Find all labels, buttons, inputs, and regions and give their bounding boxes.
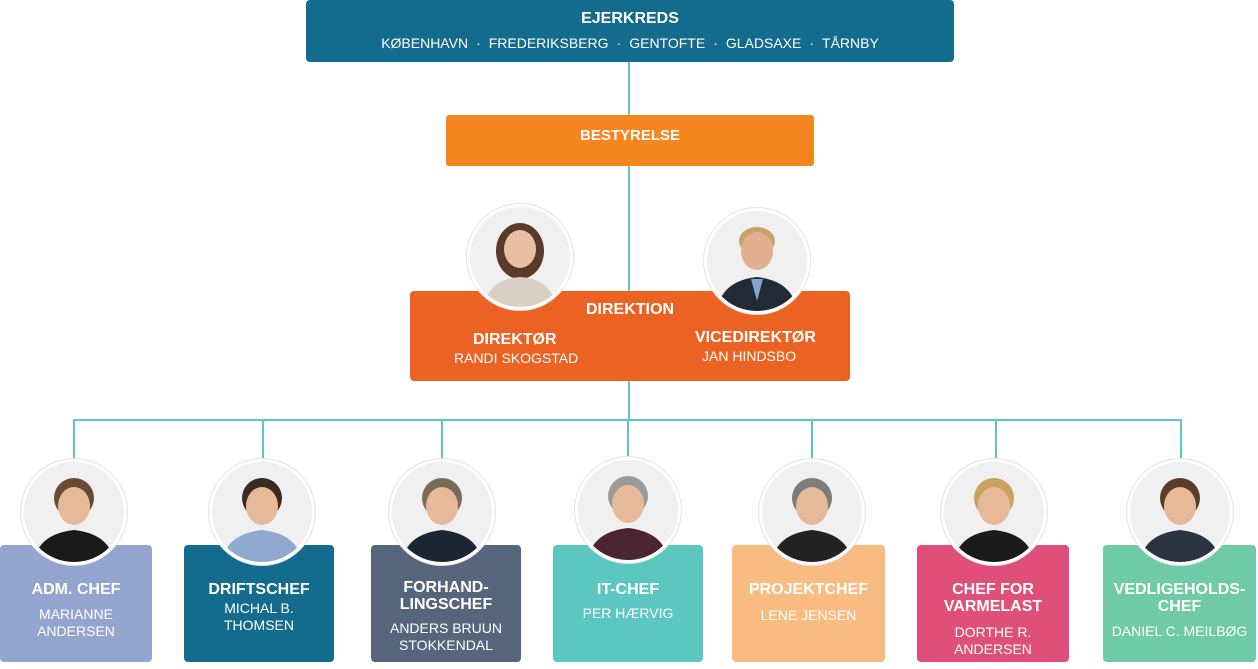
vice-director-name: JAN HINDSBO — [702, 348, 797, 364]
department-avatar — [389, 459, 495, 565]
board-box: BESTYRELSE — [446, 115, 814, 166]
connector-department — [995, 420, 997, 462]
department-person-name: DORTHE R.ANDERSEN — [917, 624, 1069, 658]
director-role: DIREKTØR — [473, 331, 557, 348]
vice-director-avatar — [704, 208, 810, 314]
department-title-line: CHEF — [1157, 598, 1202, 615]
person-name-line: LENE JENSEN — [760, 607, 857, 623]
city-separator: · — [476, 35, 481, 51]
department-title-line: VEDLIGEHOLDS- — [1113, 581, 1246, 598]
vice-director-role: VICEDIREKTØR — [695, 329, 816, 346]
connector-management-bus — [628, 381, 630, 420]
connector-department — [262, 420, 264, 462]
board-title: BESTYRELSE — [579, 127, 681, 144]
director-name: RANDI SKOGSTAD — [454, 350, 579, 366]
city-separator: · — [616, 35, 622, 51]
person-photo-icon — [1130, 462, 1230, 562]
department-avatar — [941, 459, 1047, 565]
city-separator: · — [713, 35, 718, 51]
department-title-line: VARMELAST — [943, 598, 1043, 615]
department-person-name: PER HÆRVIG — [553, 605, 703, 622]
owners-title: EJERKREDS — [581, 10, 679, 27]
city-label: FREDERIKSBERG — [488, 35, 609, 51]
connector-board-management — [628, 166, 630, 291]
person-name-line: THOMSEN — [224, 617, 294, 633]
owners-box: EJERKREDS KØBENHAVN · FREDERIKSBERG · GENTOF… — [306, 0, 954, 62]
department-title-line: FORHAND- — [403, 579, 489, 596]
connector-department — [811, 420, 813, 462]
person-photo-icon — [578, 460, 678, 560]
person-photo-icon — [24, 462, 124, 562]
department-title-line: LINGSCHEF — [399, 596, 493, 613]
city-label: TÅRNBY — [822, 35, 879, 51]
department-title-line: PROJEKTCHEF — [748, 581, 869, 598]
department-title-line: DRIFTSCHEF — [208, 581, 310, 598]
department-avatar — [209, 459, 315, 565]
person-photo-icon — [762, 462, 862, 562]
department-person-name: LENE JENSEN — [732, 607, 885, 624]
department-avatar — [1127, 459, 1233, 565]
connector-department — [441, 420, 443, 462]
department-title-line: IT-CHEF — [596, 581, 660, 598]
person-name-line: MARIANNE — [39, 606, 113, 622]
department-box: IT-CHEF PER HÆRVIG — [553, 545, 703, 662]
person-photo-icon — [392, 462, 492, 562]
connector-owners-board — [628, 62, 630, 115]
connector-department — [73, 420, 75, 462]
city-label: GLADSAXE — [725, 35, 802, 51]
person-photo-icon — [944, 462, 1044, 562]
owners-cities: KØBENHAVN · FREDERIKSBERG · GENTOFTE · GLADSAX… — [306, 35, 954, 51]
department-title: IT-CHEF — [553, 581, 703, 598]
person-name-line: DORTHE R. — [954, 624, 1032, 640]
person-name-line: PER HÆRVIG — [582, 605, 674, 621]
city-label: GENTOFTE — [629, 35, 706, 51]
department-title-line: ADM. CHEF — [31, 581, 121, 598]
department-avatar — [575, 457, 681, 563]
department-person-name: DANIEL C. MEILBØG — [1103, 623, 1256, 640]
connector-department — [1180, 420, 1182, 462]
department-person-name: MICHAL B.THOMSEN — [184, 600, 334, 634]
director-avatar — [467, 204, 573, 310]
connector-department — [627, 420, 629, 462]
department-avatar — [21, 459, 127, 565]
city-separator: · — [809, 35, 815, 51]
person-name-line: ANDERS BRUUN — [389, 620, 502, 636]
department-title: VEDLIGEHOLDS-CHEF — [1103, 581, 1256, 615]
city-label: KØBENHAVN — [381, 35, 469, 51]
person-name-line: ANDERSEN — [37, 623, 115, 639]
person-photo-icon — [470, 207, 570, 307]
management-title: DIREKTION — [586, 301, 674, 318]
department-title: DRIFTSCHEF — [184, 581, 334, 598]
department-title: FORHAND-LINGSCHEF — [371, 579, 521, 613]
person-name-line: ANDERSEN — [954, 641, 1032, 657]
person-photo-icon — [707, 211, 807, 311]
department-title: PROJEKTCHEF — [732, 581, 885, 598]
person-name-line: STOKKENDAL — [399, 637, 493, 653]
person-photo-icon — [212, 462, 312, 562]
person-name-line: DANIEL C. MEILBØG — [1111, 623, 1248, 639]
person-name-line: MICHAL B. — [224, 600, 294, 616]
department-title: ADM. CHEF — [0, 581, 152, 598]
department-title-line: CHEF FOR — [952, 581, 1034, 598]
department-avatar — [759, 459, 865, 565]
